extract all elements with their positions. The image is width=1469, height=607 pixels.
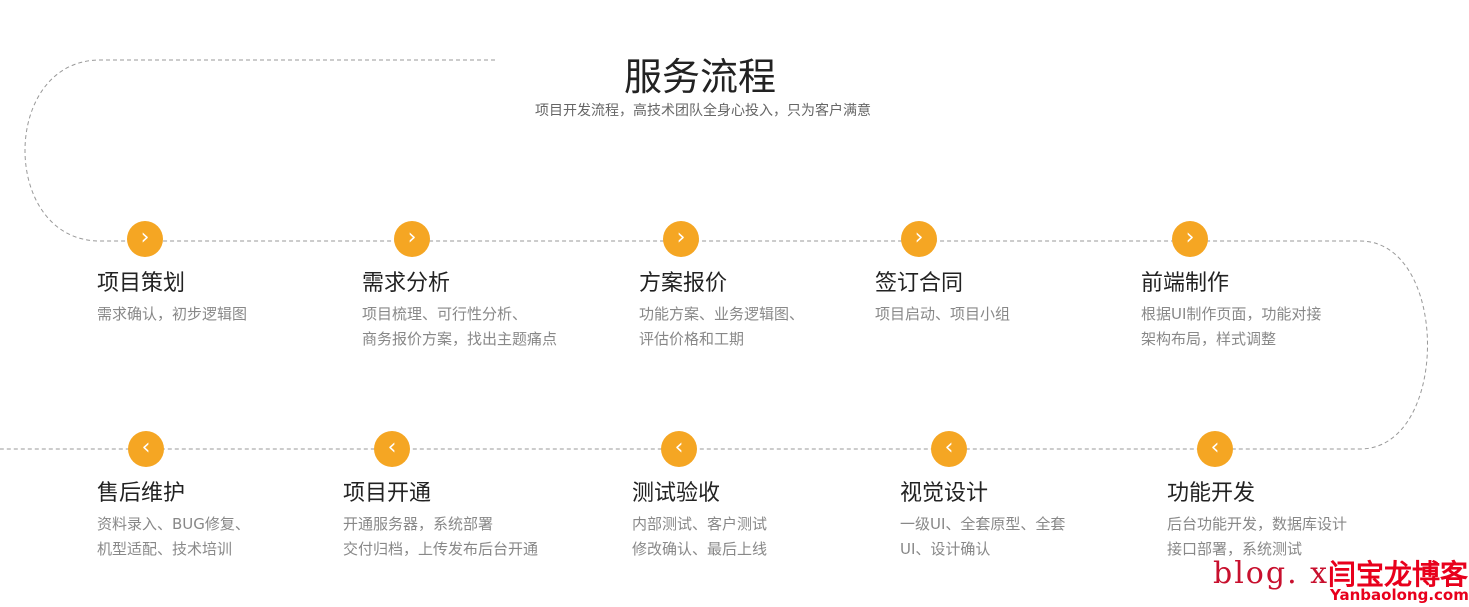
process-step: 签订合同项目启动、项目小组 <box>875 270 1010 327</box>
step-line: 功能方案、业务逻辑图、 <box>639 305 805 323</box>
step-description: 项目梳理、可行性分析、商务报价方案，找出主题痛点 <box>362 302 557 352</box>
step-line: 修改确认、最后上线 <box>632 540 768 558</box>
step-line: UI、设计确认 <box>900 540 991 558</box>
chevron-left-icon: ‹ <box>1197 431 1233 467</box>
step-line: 后台功能开发，数据库设计 <box>1167 515 1348 533</box>
step-line: 根据UI制作页面，功能对接 <box>1141 305 1322 323</box>
step-description: 开通服务器，系统部署交付归档，上传发布后台开通 <box>343 512 538 562</box>
step-line: 商务报价方案，找出主题痛点 <box>362 330 558 348</box>
step-line: 一级UI、全套原型、全套 <box>900 515 1066 533</box>
step-line: 机型适配、技术培训 <box>97 540 233 558</box>
step-line: 需求确认，初步逻辑图 <box>97 305 248 323</box>
step-line: 项目梳理、可行性分析、 <box>362 305 528 323</box>
watermark-logo: 闫宝龙博客 <box>1328 558 1469 591</box>
step-line: 评估价格和工期 <box>639 330 745 348</box>
step-title: 需求分析 <box>362 271 451 296</box>
step-title: 项目策划 <box>97 271 186 296</box>
step-line: 内部测试、客户测试 <box>632 515 768 533</box>
page-title: 服务流程 <box>623 55 776 99</box>
step-line: 开通服务器，系统部署 <box>343 515 494 533</box>
step-title: 项目开通 <box>343 481 432 506</box>
chevron-right-icon: › <box>394 221 430 257</box>
step-description: 后台功能开发，数据库设计接口部署，系统测试 <box>1167 512 1347 562</box>
step-title: 前端制作 <box>1141 271 1230 296</box>
chevron-right-icon: › <box>127 221 163 257</box>
step-description: 一级UI、全套原型、全套 UI、设计确认 <box>900 512 1065 562</box>
chevron-right-icon: › <box>1172 221 1208 257</box>
process-step: 售后维护资料录入、BUG修复、机型适配、技术培训 <box>97 480 250 562</box>
chevron-left-icon: ‹ <box>661 431 697 467</box>
step-description: 需求确认，初步逻辑图 <box>97 302 247 327</box>
process-step: 视觉设计一级UI、全套原型、全套 UI、设计确认 <box>900 480 1065 562</box>
process-step: 功能开发后台功能开发，数据库设计接口部署，系统测试 <box>1167 480 1347 562</box>
chevron-left-icon: ‹ <box>931 431 967 467</box>
step-line: 交付归档，上传发布后台开通 <box>343 540 539 558</box>
process-step: 方案报价功能方案、业务逻辑图、评估价格和工期 <box>639 270 804 352</box>
step-line: 资料录入、BUG修复、 <box>97 515 250 533</box>
watermark-url: Yanbaolong.com <box>1330 586 1469 604</box>
process-step: 测试验收内部测试、客户测试修改确认、最后上线 <box>632 480 767 562</box>
step-description: 功能方案、业务逻辑图、评估价格和工期 <box>639 302 804 352</box>
step-title: 方案报价 <box>639 271 728 296</box>
chevron-right-icon: › <box>901 221 937 257</box>
step-title: 签订合同 <box>875 271 964 296</box>
step-line: 接口部署，系统测试 <box>1167 540 1303 558</box>
step-line: 项目启动、项目小组 <box>875 305 1011 323</box>
chevron-left-icon: ‹ <box>128 431 164 467</box>
step-description: 根据UI制作页面，功能对接架构布局，样式调整 <box>1141 302 1321 352</box>
step-description: 项目启动、项目小组 <box>875 302 1010 327</box>
chevron-right-icon: › <box>663 221 699 257</box>
step-title: 视觉设计 <box>900 481 989 506</box>
step-description: 资料录入、BUG修复、机型适配、技术培训 <box>97 512 250 562</box>
process-step: 前端制作根据UI制作页面，功能对接架构布局，样式调整 <box>1141 270 1321 352</box>
page-subtitle: 项目开发流程，高技术团队全身心投入，只为客户满意 <box>535 103 871 119</box>
chevron-left-icon: ‹ <box>374 431 410 467</box>
step-title: 功能开发 <box>1167 481 1256 506</box>
process-step: 项目策划需求确认，初步逻辑图 <box>97 270 247 327</box>
step-title: 测试验收 <box>632 481 721 506</box>
step-title: 售后维护 <box>97 481 186 506</box>
step-description: 内部测试、客户测试修改确认、最后上线 <box>632 512 767 562</box>
process-step: 项目开通开通服务器，系统部署交付归档，上传发布后台开通 <box>343 480 538 562</box>
watermark-text: blog. x <box>1213 556 1330 591</box>
process-step: 需求分析项目梳理、可行性分析、商务报价方案，找出主题痛点 <box>362 270 557 352</box>
step-line: 架构布局，样式调整 <box>1141 330 1277 348</box>
